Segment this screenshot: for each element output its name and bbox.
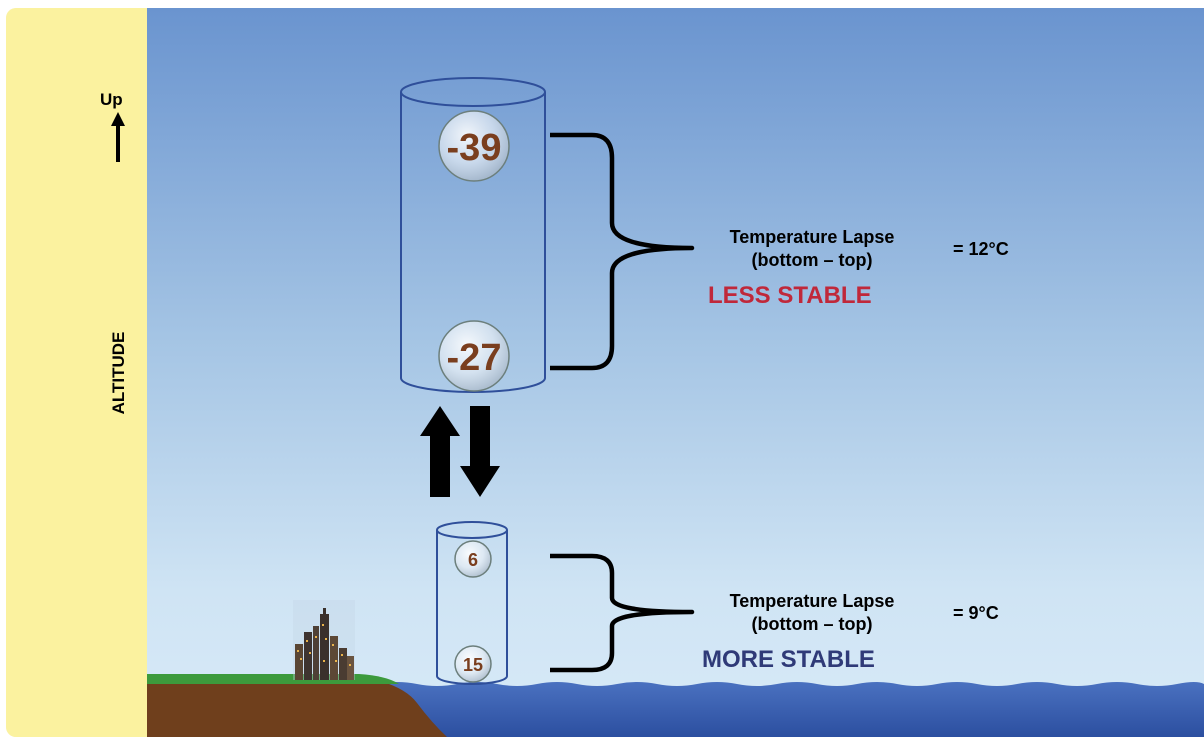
lower-stability-label: MORE STABLE (702, 646, 875, 673)
lower-top-temperature: 6 (468, 550, 478, 570)
upper-lapse-subtitle: (bottom – top) (751, 250, 873, 270)
land-grass (147, 674, 399, 684)
diagram-frame: Up ALTITUDE (6, 8, 1204, 737)
upper-air-column (400, 77, 546, 393)
upper-brace (550, 132, 695, 371)
up-arrow-icon (111, 112, 125, 162)
lower-air-column (436, 521, 508, 685)
upper-bottom-temperature: -27 (447, 337, 502, 379)
upper-lapse-label: Temperature Lapse (bottom – top) (687, 226, 937, 272)
upper-top-temp-bubble: -39 (438, 110, 510, 182)
upper-stability-label: LESS STABLE (708, 282, 872, 309)
altitude-axis-label: ALTITUDE (109, 331, 128, 415)
scene-graphics: -39 -27 6 (147, 77, 1204, 737)
lower-bottom-temp-bubble: 15 (454, 645, 492, 683)
exchange-arrows-icon (420, 406, 500, 497)
sea (377, 682, 1204, 737)
upper-bottom-temp-bubble: -27 (438, 320, 510, 392)
upper-lapse-value: = 12°C (953, 239, 1009, 259)
upper-top-temperature: -39 (447, 127, 502, 169)
altitude-sidebar: Up ALTITUDE (6, 8, 147, 737)
lower-lapse-title: Temperature Lapse (729, 591, 895, 611)
up-label: Up (100, 90, 123, 109)
land (147, 676, 447, 737)
atmosphere-scene: -39 -27 6 (147, 8, 1204, 737)
lower-top-temp-bubble: 6 (454, 540, 492, 578)
lower-lapse-label: Temperature Lapse (bottom – top) (687, 590, 937, 636)
lower-lapse-value: = 9°C (953, 603, 999, 623)
lower-bottom-temperature: 15 (463, 655, 483, 675)
city-skyline-icon (293, 600, 355, 680)
lower-lapse-subtitle: (bottom – top) (751, 614, 873, 634)
lower-brace (550, 553, 695, 673)
upper-lapse-title: Temperature Lapse (729, 227, 895, 247)
